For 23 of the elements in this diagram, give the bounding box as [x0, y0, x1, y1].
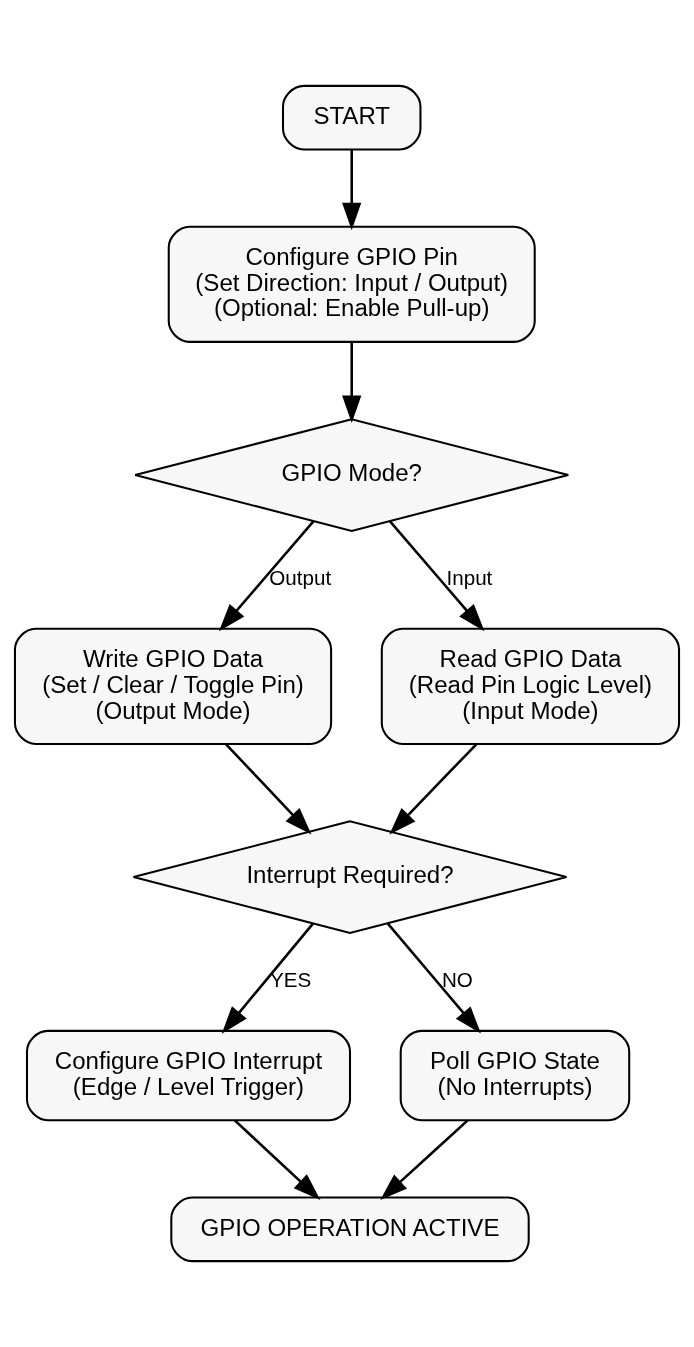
node-box: Configure GPIO Interrupt (Edge / Level Trigger) — [25, 1029, 352, 1122]
edge-label: NO — [441, 968, 473, 992]
arrow — [218, 520, 315, 632]
arrow — [380, 1119, 469, 1201]
arrow — [389, 520, 485, 632]
arrow — [342, 342, 362, 423]
arrow — [386, 922, 481, 1034]
node-box: START — [281, 84, 422, 151]
node-box: Configure GPIO Pin (Set Direction: Input / Output) (Optional: Enable Pull-up) — [167, 225, 536, 343]
arrow — [342, 150, 362, 231]
arrow — [233, 1119, 321, 1201]
arrow — [225, 743, 312, 835]
edge-label: Output — [269, 566, 332, 590]
node-diamond: Interrupt Required? — [132, 820, 568, 934]
node-diamond: GPIO Mode? — [134, 418, 570, 532]
node-box: GPIO OPERATION ACTIVE — [170, 1196, 530, 1263]
arrow — [389, 743, 478, 835]
node-box: Write GPIO Data (Set / Clear / Toggle Pin) (Output Mode) — [13, 627, 333, 745]
edge-label: YES — [270, 968, 312, 992]
arrow — [221, 922, 314, 1034]
node-box: Poll GPIO State (No Interrupts) — [399, 1029, 631, 1122]
edge-label: Input — [446, 566, 493, 590]
node-box: Read GPIO Data (Read Pin Logic Level) (Input Mode) — [380, 627, 681, 745]
